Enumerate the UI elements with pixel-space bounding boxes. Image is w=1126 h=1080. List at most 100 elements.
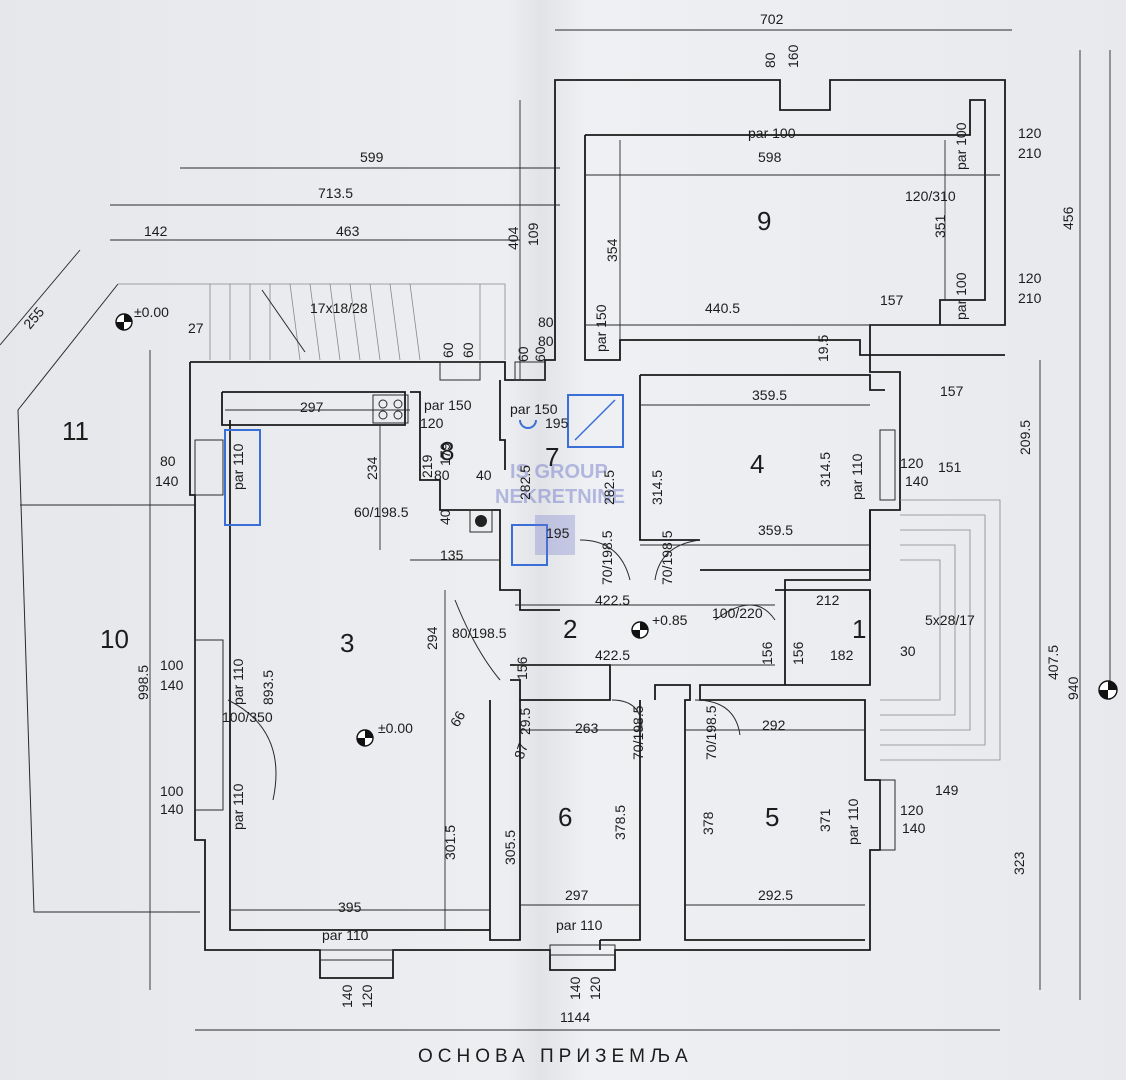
dim-label: 120/310 [905, 188, 956, 204]
dim-label: 323 [1011, 851, 1027, 875]
dim-label: par 100 [953, 122, 969, 170]
room-number: 2 [563, 614, 577, 644]
dim-label: 140 [155, 473, 179, 489]
dim-label: 1144 [560, 1009, 590, 1025]
dim-label: +0.85 [652, 612, 688, 628]
dim-label: 120 [900, 802, 924, 818]
dim-label: 998.5 [135, 665, 151, 700]
dim-label: 40 [476, 467, 492, 483]
dim-label: 60 [460, 342, 476, 358]
dim-label: par 110 [230, 783, 246, 830]
entrance-stairs [118, 283, 506, 361]
dim-label: 60 [440, 342, 456, 358]
dim-label: 80 [434, 467, 450, 483]
room-number: 9 [757, 206, 771, 236]
dim-label: par 110 [230, 658, 246, 705]
dim-label: 140 [567, 976, 583, 1000]
dim-label: 297 [565, 887, 589, 903]
dim-label: par 110 [556, 917, 603, 933]
dim-label: 17x18/28 [310, 300, 368, 316]
dim-label: 940 [1065, 676, 1081, 700]
toilet-icon [519, 419, 537, 429]
dim-label: 255 [20, 304, 47, 332]
dim-label: 60 [532, 346, 548, 362]
dim-label: 354 [604, 238, 620, 262]
dim-label: par 150 [424, 397, 472, 413]
dim-label: 70/198.5 [703, 705, 719, 760]
dim-label: 182 [830, 647, 854, 663]
dim-label: 120 [420, 415, 444, 431]
dim-label: 713.5 [318, 185, 353, 201]
dim-label: 157 [940, 383, 964, 399]
dim-label: 100 [160, 783, 184, 799]
dim-label: 140 [160, 677, 184, 693]
dim-label: 234 [364, 456, 380, 480]
dim-label: 70/198.5 [630, 705, 646, 760]
dim-label: 422.5 [595, 647, 630, 663]
dim-label: 314.5 [817, 452, 833, 487]
dim-label: 27 [188, 320, 204, 336]
dim-label: 282.5 [601, 470, 617, 505]
stove-icon [372, 394, 409, 424]
dim-label: 212 [816, 592, 840, 608]
dim-label: 598 [758, 149, 782, 165]
dim-label: 70/198.5 [599, 530, 615, 585]
dim-label: 282.5 [517, 465, 533, 500]
vertical-dimension-labels: 80 160 456 404 109 255 par 100 354 351 p… [20, 44, 1081, 1008]
dim-label: 156 [790, 641, 806, 665]
bathtub-icon [511, 524, 548, 566]
dim-label: 195 [545, 415, 569, 431]
dim-label: 179 [437, 442, 453, 466]
dim-label: 29.5 [517, 708, 533, 735]
dim-label: 314.5 [649, 470, 665, 505]
dim-label: 407.5 [1045, 645, 1061, 680]
dim-label: 149 [935, 782, 959, 798]
dim-label: 305.5 [502, 830, 518, 865]
dim-label: ±0.00 [378, 720, 413, 736]
dim-label: 100/220 [712, 605, 763, 621]
dim-label: 140 [902, 820, 926, 836]
dim-label: 351 [932, 214, 948, 238]
dim-label: 135 [440, 547, 464, 563]
dim-label: 151 [938, 459, 962, 475]
dim-label: par 100 [748, 125, 796, 141]
dim-label: 5x28/17 [925, 612, 975, 628]
dim-label: 456 [1060, 206, 1076, 230]
dim-label: 80 [160, 453, 176, 469]
dim-label: par 110 [849, 453, 865, 500]
room-number: 7 [545, 442, 559, 472]
dim-label: 359.5 [758, 522, 793, 538]
dim-label: 140 [160, 801, 184, 817]
dim-label: 140 [905, 473, 929, 489]
dim-label: 463 [336, 223, 360, 239]
dim-label: 378 [700, 811, 716, 835]
room-number: 1 [852, 614, 866, 644]
dim-label: par 100 [953, 272, 969, 320]
dim-label: 120 [587, 976, 603, 1000]
dim-label: 195 [546, 525, 570, 541]
dim-label: par 110 [230, 443, 246, 490]
room-number: 6 [558, 802, 572, 832]
dim-label: 422.5 [595, 592, 630, 608]
watermark-line1: IS GROUP [510, 461, 608, 483]
dim-label: 80 [762, 52, 778, 68]
fixtures [224, 394, 624, 566]
dim-label: 87 [511, 741, 531, 761]
plan-title: ОСНОВА ПРИЗЕМЉА [418, 1046, 693, 1067]
dim-label: 599 [360, 149, 384, 165]
dim-label: par 110 [845, 798, 861, 845]
dim-label: 440.5 [705, 300, 740, 316]
dim-label: 60 [515, 346, 531, 362]
dim-label: 156 [514, 656, 530, 680]
kitchen-counter-icon [224, 429, 261, 526]
dim-label: par 150 [593, 304, 609, 352]
dim-label: 142 [144, 223, 168, 239]
dim-label: 297 [300, 399, 324, 415]
dim-label: 702 [760, 11, 784, 27]
terrace-steps [880, 499, 1001, 761]
dim-label: 209.5 [1017, 420, 1033, 455]
dim-label: 157 [880, 292, 904, 308]
dim-label: 70/198.5 [659, 530, 675, 585]
dim-label: 109 [525, 222, 541, 246]
chimney-icon [469, 509, 493, 533]
